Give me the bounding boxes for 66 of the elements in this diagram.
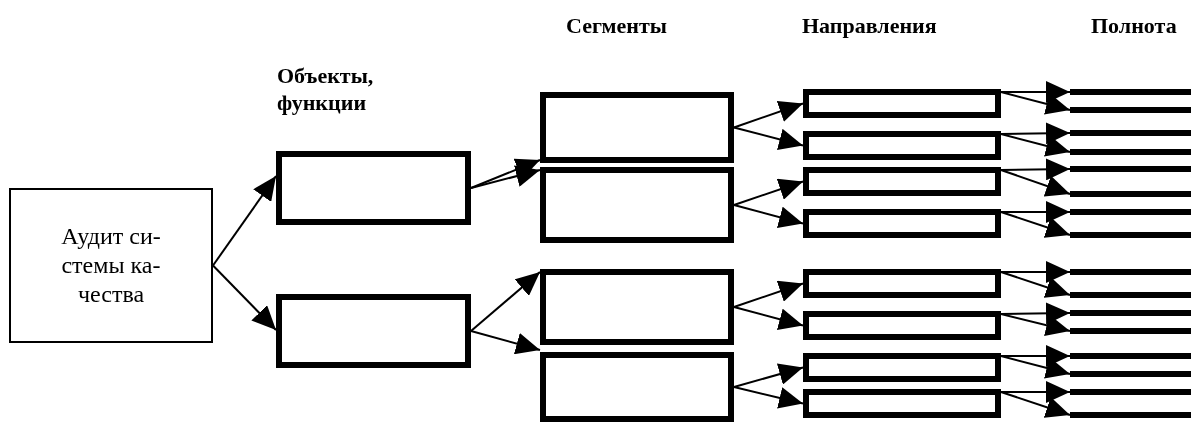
arrow (1000, 271, 1071, 298)
column-heading: Сегменты (566, 12, 669, 39)
arrow (733, 386, 804, 409)
arrow (733, 280, 804, 308)
arrow (1000, 355, 1071, 379)
thick-bar (1070, 371, 1191, 377)
arrow (1000, 169, 1071, 197)
thick-bar (1070, 389, 1191, 395)
empty-box (803, 167, 1001, 196)
arrow (1000, 201, 1071, 223)
empty-box (803, 389, 1001, 418)
arrow (470, 330, 541, 355)
thick-bar (1070, 353, 1191, 359)
thick-bar (1070, 191, 1191, 197)
thick-bar (1070, 328, 1191, 334)
thick-bar (1070, 130, 1191, 136)
node-text: Аудит си- стемы ка- чества (60, 222, 162, 309)
arrow (1000, 345, 1071, 367)
arrow (1000, 302, 1071, 325)
thick-bar (1070, 310, 1191, 316)
empty-box (803, 269, 1001, 298)
empty-box (803, 311, 1001, 340)
empty-box (540, 352, 734, 422)
arrow (1000, 91, 1071, 115)
thick-bar (1070, 412, 1191, 418)
arrow (1000, 381, 1071, 403)
arrow (212, 264, 277, 331)
empty-box (540, 269, 734, 345)
empty-box (803, 131, 1001, 160)
thick-bar (1070, 232, 1191, 238)
arrow (733, 101, 804, 129)
arrow (1000, 391, 1071, 418)
arrow (733, 306, 804, 330)
empty-box (803, 353, 1001, 382)
empty-box (276, 151, 471, 225)
arrow (470, 158, 541, 189)
thick-bar (1070, 107, 1191, 113)
thick-bar (1070, 89, 1191, 95)
thick-bar (1070, 149, 1191, 155)
column-heading: Полнота (1091, 12, 1178, 39)
thick-bar (1070, 209, 1191, 215)
arrow (470, 271, 541, 332)
arrow (1000, 81, 1071, 103)
arrow (1000, 133, 1071, 157)
empty-box (540, 92, 734, 163)
empty-box (803, 209, 1001, 238)
arrow (733, 178, 804, 206)
thick-bar (1070, 166, 1191, 172)
arrow (212, 175, 277, 267)
arrow (733, 204, 804, 228)
empty-box (540, 167, 734, 243)
arrow (733, 363, 804, 388)
thick-bar (1070, 269, 1191, 275)
arrow (1000, 211, 1071, 238)
column-heading: Направления (802, 12, 938, 39)
arrow (1000, 122, 1071, 145)
arrow (470, 165, 541, 189)
empty-box (276, 294, 471, 368)
arrow (1000, 261, 1071, 283)
empty-box (803, 89, 1001, 118)
arrow (1000, 158, 1071, 181)
column-heading: Объекты, функции (277, 62, 375, 116)
arrow (733, 126, 804, 151)
process-box (9, 188, 213, 343)
arrow (1000, 313, 1071, 336)
thick-bar (1070, 292, 1191, 298)
